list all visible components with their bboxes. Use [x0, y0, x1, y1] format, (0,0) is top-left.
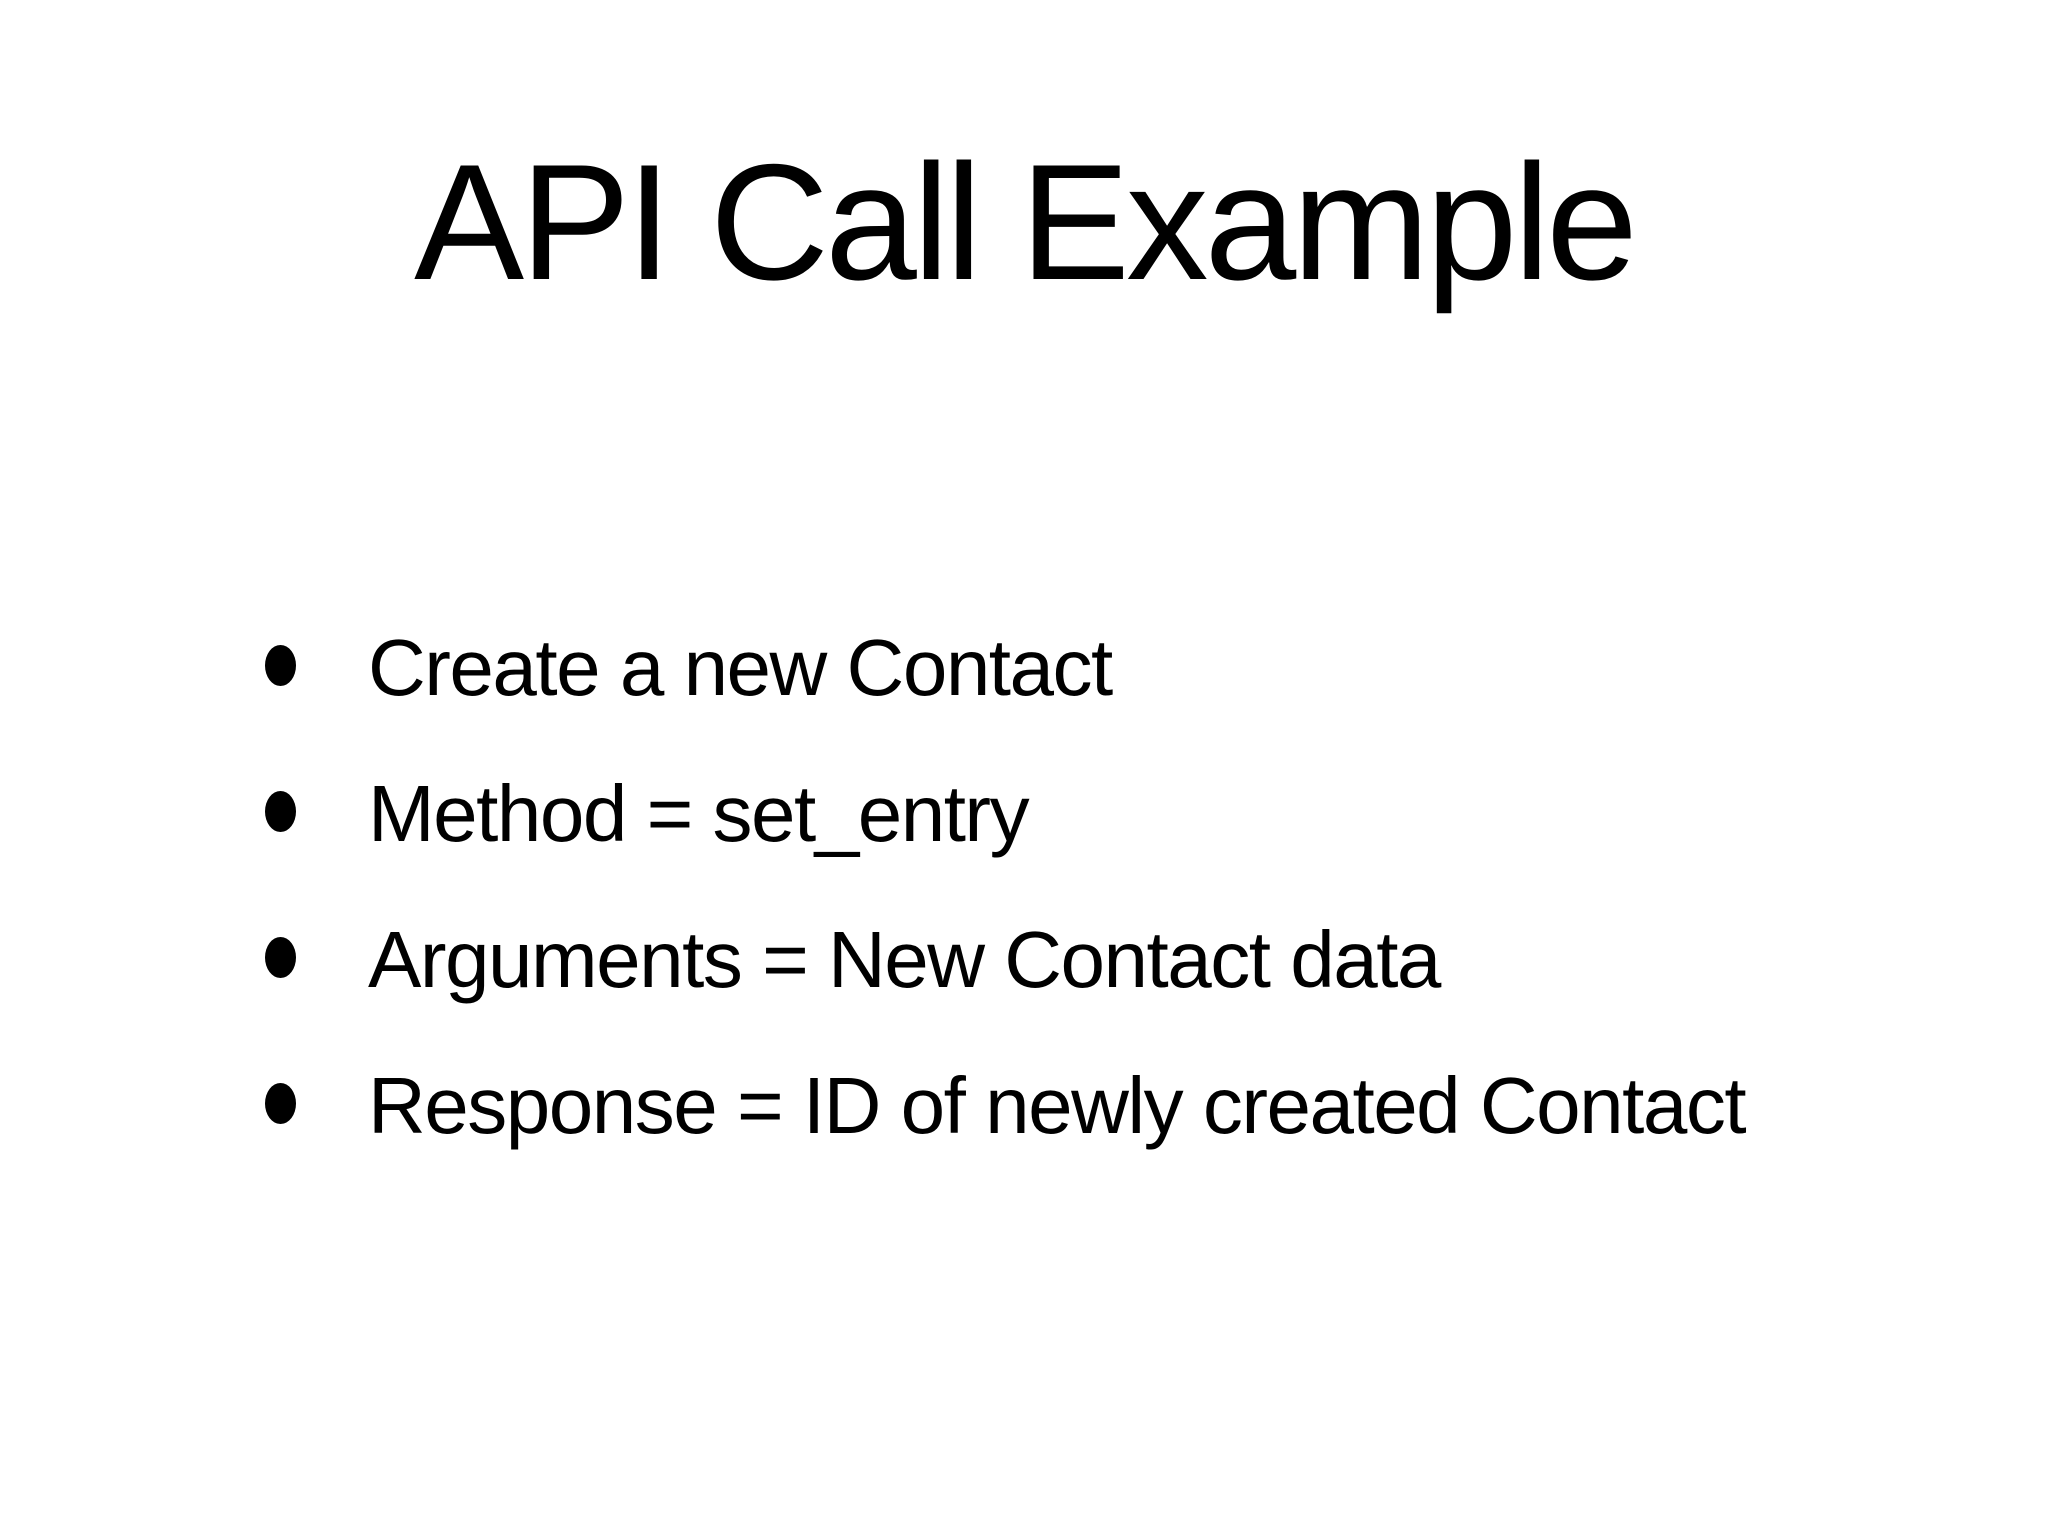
bullet-item: Method = set_entry — [265, 741, 1745, 887]
bullet-text: Method = set_entry — [368, 769, 1030, 858]
bullet-item: Create a new Contact — [265, 595, 1745, 741]
bullet-text: Response = ID of newly created Contact — [368, 1061, 1747, 1150]
slide-title: API Call Example — [414, 130, 1638, 314]
bullet-dot-icon — [265, 644, 296, 686]
bullet-list: Create a new Contact Method = set_entry … — [265, 595, 1747, 1179]
bullet-dot-icon — [265, 936, 296, 978]
bullet-item: Response = ID of newly created Contact — [265, 1033, 1747, 1179]
bullet-text: Create a new Contact — [368, 623, 1113, 712]
bullet-text: Arguments = New Contact data — [368, 915, 1441, 1004]
bullet-dot-icon — [265, 1082, 296, 1124]
bullet-item: Arguments = New Contact data — [265, 887, 1745, 1033]
bullet-dot-icon — [265, 790, 296, 832]
